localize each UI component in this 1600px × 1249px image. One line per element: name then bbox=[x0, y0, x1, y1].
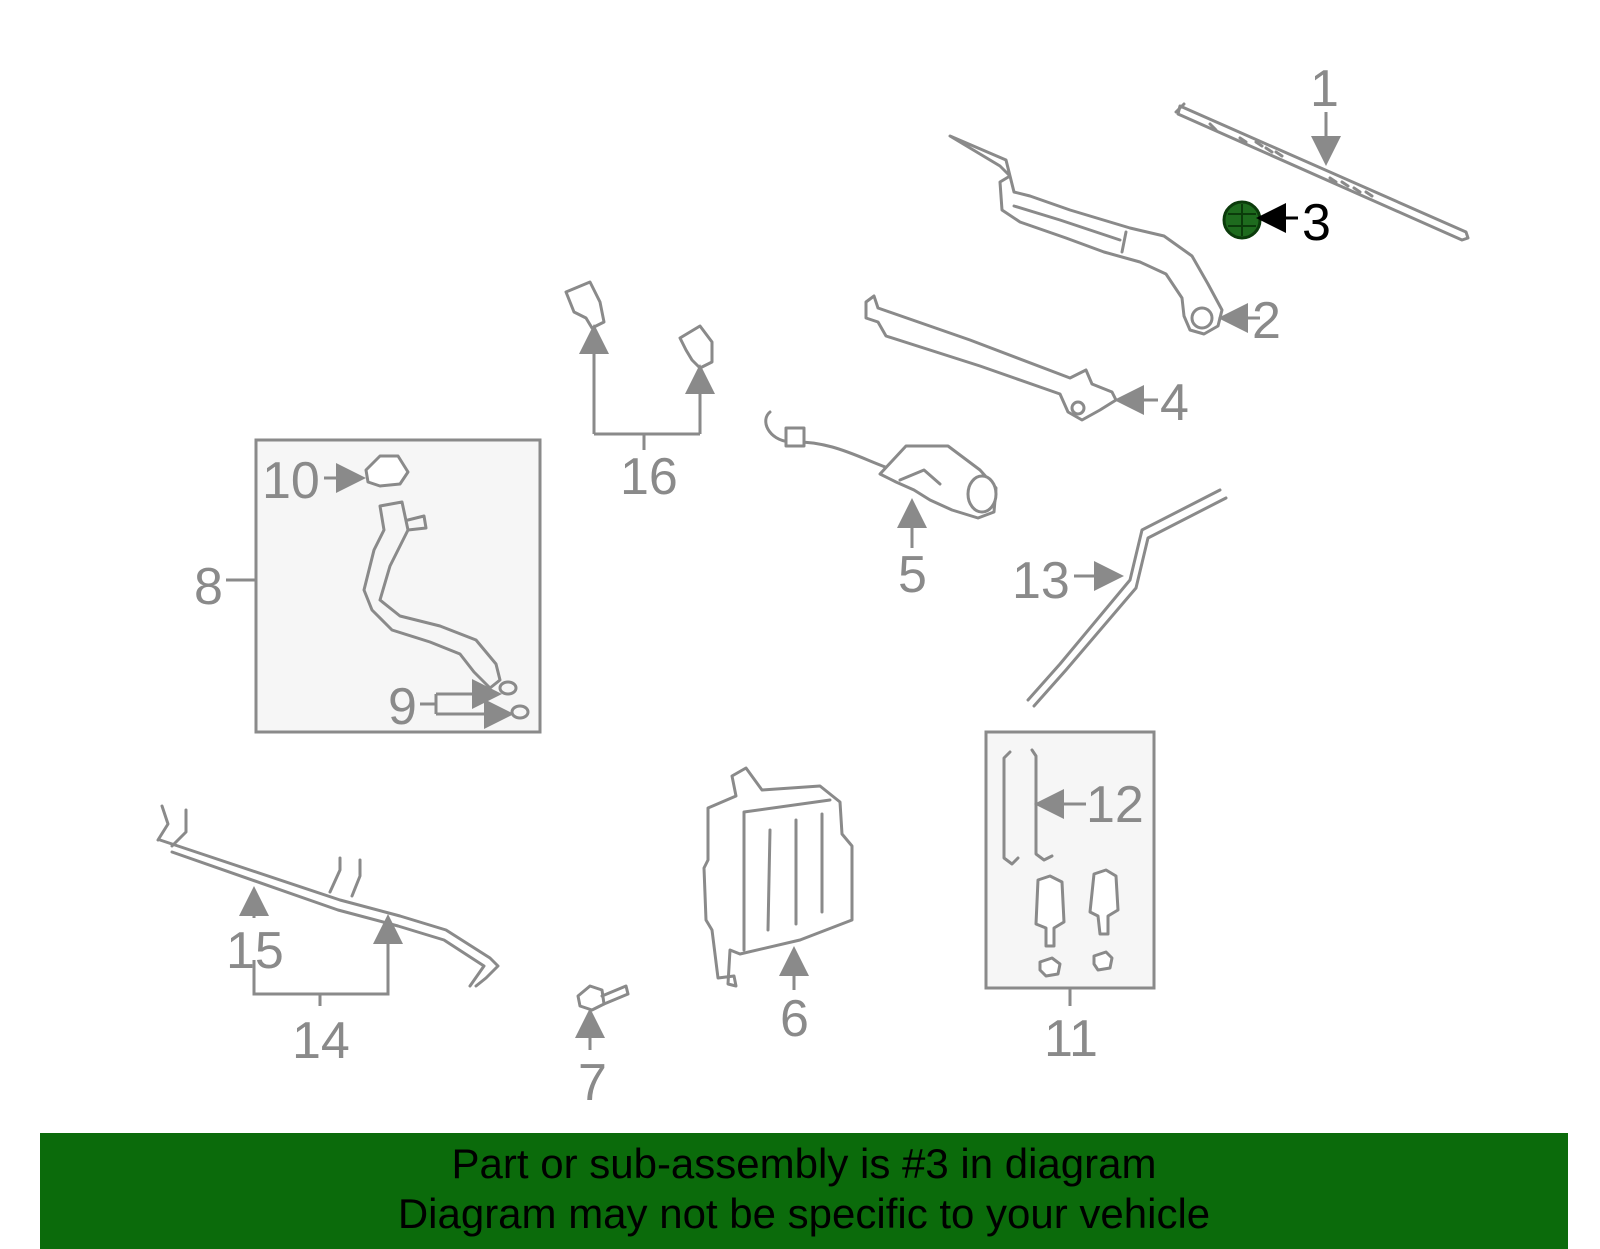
callout-9: 9 bbox=[388, 678, 417, 736]
callout-6: 6 bbox=[780, 990, 809, 1048]
part-14-15-hoses[interactable] bbox=[156, 804, 500, 988]
callout-3: 3 bbox=[1302, 194, 1331, 252]
part-12-grommets[interactable] bbox=[1002, 748, 1054, 866]
callout-5: 5 bbox=[898, 546, 927, 604]
part-1-wiper-blade[interactable] bbox=[1174, 102, 1470, 242]
callout-12: 12 bbox=[1086, 776, 1144, 834]
part-11-washer-pumps[interactable] bbox=[1034, 868, 1120, 978]
callout-7: 7 bbox=[578, 1054, 607, 1112]
callout-1: 1 bbox=[1310, 60, 1339, 118]
callout-11: 11 bbox=[1044, 1010, 1098, 1068]
banner-line-2: Diagram may not be specific to your vehi… bbox=[397, 1190, 1211, 1237]
part-13-hose[interactable] bbox=[1026, 488, 1228, 708]
banner-line-1: Part or sub-assembly is #3 in diagram bbox=[451, 1140, 1157, 1187]
callout-14: 14 bbox=[292, 1012, 350, 1070]
callout-10: 10 bbox=[262, 452, 320, 510]
part-5-wiper-motor[interactable] bbox=[764, 410, 998, 520]
inset-11 bbox=[984, 730, 1156, 990]
callout-8: 8 bbox=[194, 558, 223, 616]
callout-4: 4 bbox=[1160, 374, 1189, 432]
part-6-reservoir[interactable] bbox=[702, 766, 854, 988]
part-7-bolt[interactable] bbox=[576, 984, 630, 1012]
part-2-wiper-arm[interactable] bbox=[948, 134, 1224, 336]
info-banner: Part or sub-assembly is #3 in diagram Di… bbox=[40, 1133, 1568, 1249]
part-3-nut[interactable] bbox=[1222, 200, 1262, 240]
callout-16: 16 bbox=[620, 448, 678, 506]
part-16-nozzles[interactable] bbox=[564, 280, 714, 370]
callout-13: 13 bbox=[1012, 552, 1070, 610]
part-4-linkage[interactable] bbox=[864, 294, 1118, 422]
callout-2: 2 bbox=[1252, 292, 1281, 350]
part-10-cap[interactable] bbox=[364, 454, 410, 488]
